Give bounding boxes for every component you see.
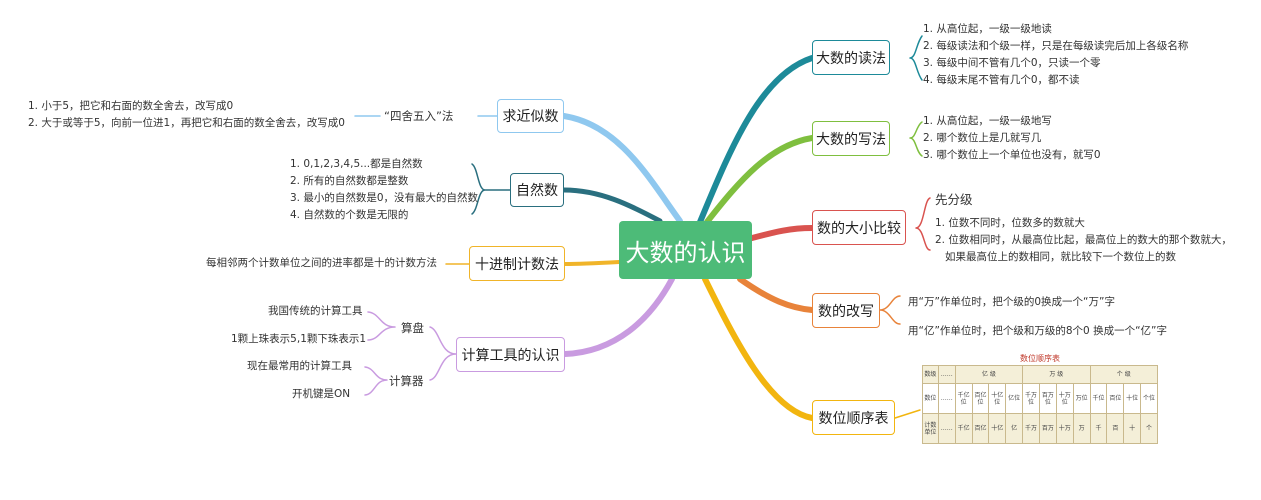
topic-reading[interactable]: 大数的读法 [812, 40, 890, 75]
writing-list: 1. 从高位起，一级一级地写 2. 哪个数位上是几就写几 3. 哪个数位上一个单… [923, 113, 1101, 164]
natural-list: 1. 0,1,2,3,4,5...都是自然数 2. 所有的自然数都是整数 3. … [290, 156, 478, 224]
order-table-image: 数位顺序表 数级 …… 亿 级 万 级 个 级 数位……千亿位百亿位十亿位亿位千… [922, 353, 1159, 451]
connector-natural [471, 163, 511, 215]
topic-compare[interactable]: 数的大小比较 [812, 210, 906, 245]
topic-approx[interactable]: 求近似数 [497, 99, 564, 133]
compare-list: 1. 位数不同时，位数多的数就大 2. 位数相同时，从最高位比起，最高位上的数大… [935, 215, 1232, 266]
order-position: 亿位 [1005, 383, 1024, 414]
order-unit: 十 [1123, 413, 1142, 444]
rewrite-item: 用“亿”作单位时，把个级和万级的8个0 换成一个“亿”字 [908, 325, 1167, 337]
topic-order[interactable]: 数位顺序表 [812, 400, 895, 435]
order-row-label: 数级 [922, 365, 939, 384]
branch-natural [561, 187, 663, 224]
compare-item: 如果最高位上的数相同，就比较下一个数位上的数 [935, 251, 1177, 263]
connector-abacus [367, 311, 396, 341]
order-position: 千位 [1089, 383, 1108, 414]
order-position: 百位 [1106, 383, 1125, 414]
order-level: 个 级 [1089, 365, 1159, 384]
order-position: 百亿位 [971, 383, 990, 414]
rewrite-list: 用“万”作单位时，把个级的0换成一个“万”字 用“亿”作单位时，把个级和万级的8… [908, 288, 1167, 346]
order-unit: 百万 [1038, 413, 1057, 444]
order-unit: 亿 [1005, 413, 1024, 444]
bracket-compare [915, 197, 931, 251]
order-level: 万 级 [1022, 365, 1091, 384]
bracket-reading [909, 35, 923, 81]
order-table-title: 数位顺序表 [1020, 354, 1060, 363]
natural-item: 1. 0,1,2,3,4,5...都是自然数 [290, 158, 423, 170]
order-level: 亿 级 [954, 365, 1024, 384]
abacus-item: 1颗上珠表示5,1颗下珠表示1 [231, 333, 367, 345]
reading-item: 2. 每级读法和个级一样，只是在每级读完后加上各级名称 [923, 40, 1189, 52]
branch-approx [561, 113, 683, 224]
approx-list: 1. 小于5，把它和右面的数全舍去，改写成0 2. 大于或等于5，向前一位进1，… [28, 98, 345, 132]
order-position: …… [937, 383, 956, 414]
order-position: 千万位 [1022, 383, 1040, 414]
order-unit: 个 [1140, 413, 1158, 444]
topic-natural[interactable]: 自然数 [510, 173, 564, 207]
topic-rewrite[interactable]: 数的改写 [812, 293, 880, 328]
order-unit: 十亿 [988, 413, 1007, 444]
branch-decimal [563, 260, 621, 266]
order-unit: 千亿 [954, 413, 973, 444]
abacus-item: 我国传统的计算工具 [268, 305, 363, 317]
connector-order [894, 409, 921, 419]
branch-rewrite [737, 276, 815, 313]
bracket-writing [909, 121, 923, 157]
natural-item: 2. 所有的自然数都是整数 [290, 175, 409, 187]
compare-item: 2. 位数相同时，从最高位比起，最高位上的数大的那个数就大， [935, 234, 1232, 246]
order-unit: 十万 [1055, 413, 1074, 444]
order-row-label: 数位 [922, 383, 939, 414]
connector-calc [364, 366, 388, 396]
topic-decimal[interactable]: 十进制计数法 [469, 246, 565, 281]
branch-order [702, 276, 815, 421]
order-unit: 百亿 [971, 413, 990, 444]
order-table: 数级 …… 亿 级 万 级 个 级 数位……千亿位百亿位十亿位亿位千万位百万位十… [922, 365, 1159, 444]
order-unit: 千万 [1022, 413, 1040, 444]
rewrite-item: 用“万”作单位时，把个级的0换成一个“万”字 [908, 296, 1115, 308]
calc-item: 现在最常用的计算工具 [247, 360, 352, 372]
connector-tools [429, 326, 457, 381]
order-row-label: 计数单位 [922, 413, 939, 444]
approx-item: 1. 小于5，把它和右面的数全舍去，改写成0 [28, 100, 234, 112]
reading-item: 4. 每级末尾不管有几个0，都不读 [923, 74, 1080, 86]
compare-sub: 先分级 [935, 192, 973, 207]
compare-item: 1. 位数不同时，位数多的数就大 [935, 217, 1085, 229]
reading-item: 1. 从高位起，一级一级地读 [923, 23, 1052, 35]
natural-item: 3. 最小的自然数是0，没有最大的自然数 [290, 192, 479, 204]
order-unit: 千 [1089, 413, 1108, 444]
decimal-text: 每相邻两个计数单位之间的进率都是十的计数方法 [206, 257, 437, 269]
order-position: 万位 [1072, 383, 1091, 414]
branch-compare [749, 225, 815, 241]
writing-item: 1. 从高位起，一级一级地写 [923, 115, 1052, 127]
bracket-rewrite [879, 295, 901, 325]
order-position: 个位 [1140, 383, 1158, 414]
approx-method: “四舍五入”法 [384, 109, 454, 123]
tools-abacus: 算盘 [401, 321, 424, 335]
order-unit: 百 [1106, 413, 1125, 444]
branch-reading [697, 55, 815, 225]
order-unit: 万 [1072, 413, 1091, 444]
branch-tools [562, 276, 675, 357]
branch-writing [704, 135, 815, 225]
central-topic[interactable]: 大数的认识 [619, 221, 752, 279]
tools-calculator: 计算器 [389, 374, 424, 388]
writing-item: 3. 哪个数位上一个单位也没有，就写0 [923, 149, 1101, 161]
order-position: 千亿位 [954, 383, 973, 414]
reading-item: 3. 每级中间不管有几个0，只读一个零 [923, 57, 1101, 69]
reading-list: 1. 从高位起，一级一级地读 2. 每级读法和个级一样，只是在每级读完后加上各级… [923, 21, 1188, 89]
order-position: 十位 [1123, 383, 1142, 414]
order-level: …… [937, 365, 956, 384]
order-position: 十万位 [1055, 383, 1074, 414]
topic-writing[interactable]: 大数的写法 [812, 121, 890, 156]
topic-tools[interactable]: 计算工具的认识 [456, 337, 565, 372]
approx-item: 2. 大于或等于5，向前一位进1，再把它和右面的数全舍去，改写成0 [28, 117, 345, 129]
order-unit: …… [937, 413, 956, 444]
writing-item: 2. 哪个数位上是几就写几 [923, 132, 1042, 144]
order-position: 十亿位 [988, 383, 1007, 414]
order-position: 百万位 [1038, 383, 1057, 414]
calc-item: 开机键是ON [292, 388, 351, 400]
natural-item: 4. 自然数的个数是无限的 [290, 209, 409, 221]
